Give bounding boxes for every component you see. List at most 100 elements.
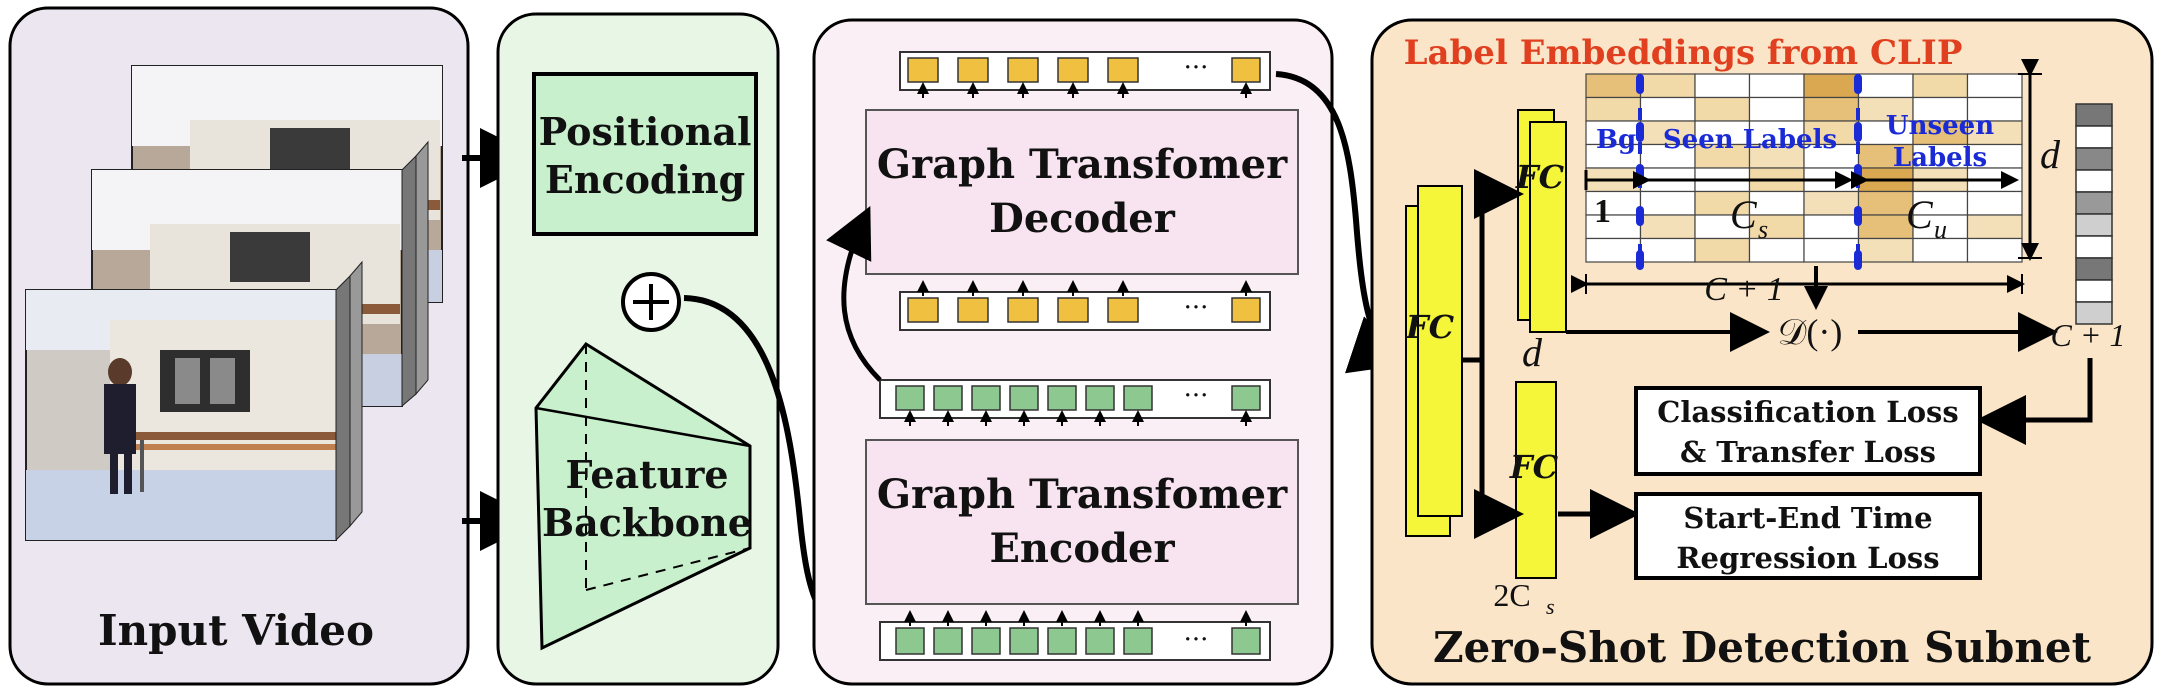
decoder-title-line1: Graph Transfomer [877, 141, 1288, 188]
embedding-cell [1639, 214, 1696, 240]
decoder-input-tokens: ··· [899, 280, 1271, 331]
output-vector [2075, 103, 2113, 325]
embedding-cell [1966, 237, 2023, 263]
embedding-cell [1639, 190, 1696, 216]
token [1085, 385, 1115, 411]
token [895, 627, 925, 655]
token [1231, 57, 1261, 83]
output-vector-cell [2075, 235, 2113, 259]
arrow-encoder-to-decoder [826, 205, 882, 382]
embedding-cell [1857, 73, 1914, 99]
embedding-cell [1639, 96, 1696, 122]
embedding-cell [1966, 190, 2023, 216]
encoder-title-line2: Encoder [989, 525, 1175, 572]
token [1123, 627, 1153, 655]
token [971, 385, 1001, 411]
embedding-cell [1748, 73, 1805, 99]
token [1123, 385, 1153, 411]
token [1107, 297, 1139, 323]
fc-main-label: FC [1405, 308, 1455, 346]
encoder-title-line1: Graph Transfomer [877, 471, 1288, 518]
fc-classification-dim: d [1522, 330, 1543, 375]
embedding-cell [1748, 96, 1805, 122]
decoder-title-line2: Decoder [989, 195, 1176, 242]
output-vector-cell [2075, 147, 2113, 171]
unseen-labels-line2: Labels [1893, 143, 1987, 173]
embedding-cell [1803, 214, 1860, 240]
c-plus-1-label: C + 1 [1704, 271, 1784, 308]
token-ellipsis: ··· [1184, 293, 1209, 323]
unseen-labels-line1: Unseen [1886, 111, 1994, 141]
embedding-cell [1803, 190, 1860, 216]
embedding-cell [1639, 237, 1696, 263]
clip-embeddings-title: Label Embeddings from CLIP [1404, 33, 1963, 73]
output-vector-cell [2075, 169, 2113, 193]
classification-loss-box [1634, 386, 1982, 476]
d-function-label: 𝒟(·) [1778, 312, 1843, 352]
feature-backbone-line1: Feature [565, 452, 728, 497]
regression-loss-box [1634, 492, 1982, 580]
token [1231, 627, 1261, 655]
embedding-cell [1585, 237, 1642, 263]
token [907, 57, 939, 83]
video-frame-front [25, 289, 337, 541]
reg-loss-line2: Regression Loss [1676, 541, 1939, 575]
c-plus-1-output-label: C + 1 [2051, 317, 2126, 353]
positional-encoding-line1: Positional [539, 109, 752, 154]
token [895, 385, 925, 411]
cu-symbol: C [1906, 192, 1934, 237]
detection-panel: Label Embeddings from CLIP Bg Seen Label… [1370, 18, 2154, 686]
encoder-output-tokens: ··· [879, 379, 1271, 426]
arrow-fc-to-cls-fc [1462, 169, 1524, 363]
cls-loss-line2: & Transfer Loss [1680, 435, 1936, 469]
fc-main [1405, 185, 1463, 537]
token [1231, 385, 1261, 411]
fc-classification-label: FC [1515, 158, 1565, 196]
output-vector-cell [2075, 213, 2113, 237]
embedding-cell [1694, 237, 1751, 263]
bg-count: 1 [1594, 193, 1611, 230]
positional-encoding-line2: Encoding [545, 157, 745, 202]
cs-symbol: C [1730, 192, 1758, 237]
embedding-cell [1694, 73, 1751, 99]
two-cs-symbol: 2C [1493, 577, 1530, 613]
decoder-output-tokens: ··· [899, 51, 1271, 98]
fc-classification [1517, 109, 1567, 333]
token [1007, 57, 1039, 83]
token [957, 297, 989, 323]
token [933, 627, 963, 655]
token [1047, 627, 1077, 655]
arrow-output-to-cls-loss [1976, 358, 2093, 445]
add-operator [621, 272, 681, 332]
embedding-cell [1857, 214, 1914, 240]
embedding-cell [1857, 237, 1914, 263]
output-vector-cell [2075, 301, 2113, 325]
graph-transformer-decoder [865, 109, 1299, 275]
transformer-panel: ··· Graph Transfomer Decoder ··· ··· Gra… [812, 18, 1334, 686]
fc-regression-label: FC [1509, 448, 1559, 486]
embedding-cell [1803, 73, 1860, 99]
token [957, 57, 989, 83]
token [1231, 297, 1261, 323]
token [1009, 627, 1039, 655]
token-ellipsis: ··· [1184, 53, 1209, 83]
token [971, 627, 1001, 655]
reg-loss-line1: Start-End Time [1683, 501, 1932, 535]
token [1047, 385, 1077, 411]
fc-regression [1515, 381, 1557, 579]
embedding-cell [1803, 237, 1860, 263]
embedding-cell [1803, 96, 1860, 122]
seen-labels-label: Seen Labels [1663, 125, 1837, 155]
output-vector-cell [2075, 279, 2113, 303]
embedding-cell [1748, 190, 1805, 216]
embedding-cell [1639, 73, 1696, 99]
graph-transformer-encoder [865, 439, 1299, 605]
cs-label: C s [1730, 192, 1768, 244]
detection-subnet-title: Zero-Shot Detection Subnet [1433, 623, 2092, 672]
arrow-fc-to-reg-fc [1474, 360, 1524, 539]
token [1085, 627, 1115, 655]
cu-subscript: u [1934, 215, 1947, 244]
embedding-cell [1694, 96, 1751, 122]
positional-encoding-box [532, 72, 758, 236]
